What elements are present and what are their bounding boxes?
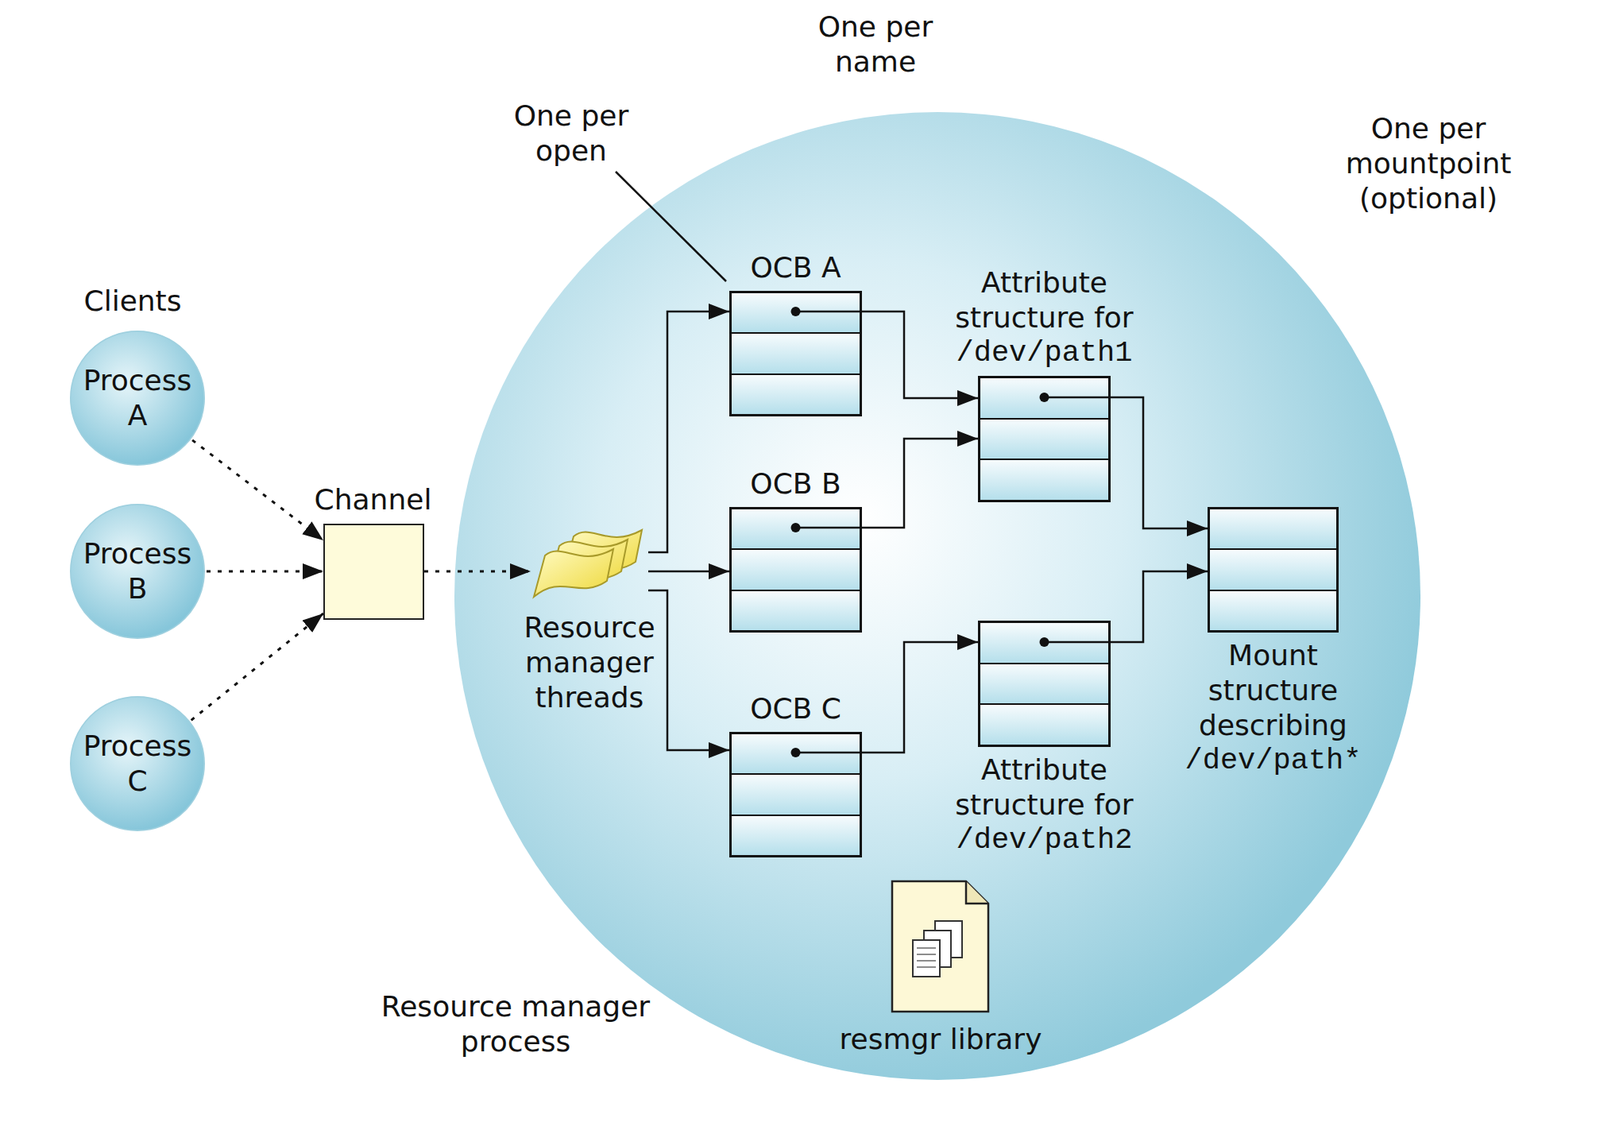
structure-heading: Channel xyxy=(285,482,461,518)
annotation-label: One per mountpoint (optional) xyxy=(1324,111,1533,217)
message-flow xyxy=(424,570,531,573)
structure-box: Attribute structure for/dev/path1 xyxy=(977,375,1111,503)
structure-label: OCB B xyxy=(708,466,884,502)
path-label: /dev/path2 xyxy=(929,822,1160,858)
message-flow xyxy=(192,440,324,541)
structure-box: Mount structure describing/dev/path* xyxy=(1207,506,1339,633)
box-row xyxy=(980,703,1109,745)
box-row xyxy=(731,332,860,373)
pointer-line xyxy=(796,526,863,530)
annotation-block: One per open xyxy=(483,98,659,169)
circle-shape xyxy=(70,696,205,831)
pointer-connector xyxy=(648,570,730,573)
client-circle: Process A xyxy=(69,330,205,466)
circle-outline xyxy=(69,695,205,831)
annotation-block: resmgr library xyxy=(805,1021,1076,1057)
library-icon xyxy=(892,881,989,1012)
box-row xyxy=(980,458,1109,500)
annotation-label: Clients xyxy=(37,283,229,319)
annotation-block: Clients xyxy=(37,283,229,319)
structure-box: OCB A xyxy=(729,290,862,417)
structure-label: Attribute structure for xyxy=(929,265,1160,336)
pointer-dot xyxy=(731,293,860,414)
circle-shape xyxy=(70,504,205,638)
message-flow xyxy=(206,570,324,573)
structure-label: OCB C xyxy=(708,691,884,727)
circle-shape xyxy=(70,331,205,465)
annotation-label: One per name xyxy=(788,9,963,80)
annotation-label: resmgr library xyxy=(805,1021,1076,1057)
annotation-label: One per open xyxy=(483,98,659,169)
client-label: Process C xyxy=(81,728,194,799)
client-label: Process A xyxy=(81,363,194,433)
structure-heading: Attribute structure for/dev/path2 xyxy=(929,752,1160,858)
structure-label: Resource manager threads xyxy=(510,610,669,715)
structure-label: Channel xyxy=(285,482,461,518)
box-row xyxy=(1209,589,1337,630)
box-row xyxy=(731,814,860,855)
pointer-line xyxy=(1044,396,1112,399)
structure-label: Attribute structure for xyxy=(929,752,1160,823)
pointer-connector xyxy=(861,641,978,753)
pointer-line xyxy=(796,751,863,754)
pointer-dot xyxy=(731,509,860,630)
structure-heading: OCB B xyxy=(708,466,884,502)
path-label: /dev/path1 xyxy=(929,335,1160,371)
leader-line xyxy=(615,171,727,282)
box-row xyxy=(731,373,860,414)
pointer-line xyxy=(1044,641,1112,644)
pointer-connector xyxy=(1110,397,1208,529)
region-label: Resource manager process xyxy=(372,989,659,1059)
message-flow xyxy=(191,613,324,720)
box-row xyxy=(731,772,860,814)
client-circle: Process C xyxy=(69,695,205,831)
pointer-connector xyxy=(648,590,730,750)
circle-outline xyxy=(69,330,205,466)
box-row xyxy=(980,662,1109,704)
structure-heading: OCB C xyxy=(708,691,884,727)
pointer-line xyxy=(796,310,863,314)
structure-box: Channel xyxy=(323,523,425,620)
pointer-dot xyxy=(731,734,860,855)
pointer-connector xyxy=(861,438,978,528)
pointer-connector xyxy=(861,311,978,399)
structure-label: OCB A xyxy=(708,250,884,286)
structure-heading: OCB A xyxy=(708,250,884,286)
thread-flags xyxy=(530,525,649,603)
structure-heading: Attribute structure for/dev/path1 xyxy=(929,265,1160,371)
box-row xyxy=(1209,548,1337,589)
box-row xyxy=(980,417,1109,460)
path-label: /dev/path* xyxy=(1174,742,1373,778)
structure-box: Attribute structure for/dev/path2 xyxy=(977,620,1111,747)
annotation-block: One per name xyxy=(788,9,963,80)
pointer-dot xyxy=(980,622,1109,745)
client-label: Process B xyxy=(81,536,194,607)
structure-heading: Resource manager threads xyxy=(510,610,669,715)
box-row xyxy=(1209,509,1337,549)
box-row xyxy=(731,548,860,589)
structure-box: OCB C xyxy=(729,731,862,858)
structure-box: OCB B xyxy=(729,506,862,633)
box-row xyxy=(731,589,860,630)
region-caption: Resource manager process xyxy=(372,989,659,1059)
annotation-block: One per mountpoint (optional) xyxy=(1324,111,1533,217)
pointer-dot xyxy=(980,378,1109,500)
thread-flag xyxy=(533,548,614,597)
circle-outline xyxy=(69,503,205,639)
client-circle: Process B xyxy=(69,503,205,639)
structure-label: Mount structure describing xyxy=(1174,637,1373,743)
pointer-connector xyxy=(1110,571,1208,642)
region-shape xyxy=(454,112,1421,1080)
pointer-connector xyxy=(648,311,730,553)
thread-icon: Resource manager threads xyxy=(530,525,649,603)
structure-heading: Mount structure describing/dev/path* xyxy=(1174,637,1373,778)
